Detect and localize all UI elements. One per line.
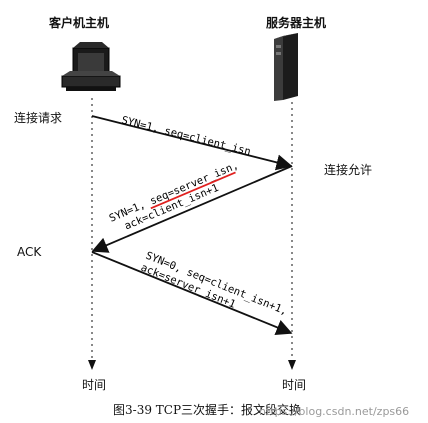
server-tower-icon: [274, 33, 298, 101]
watermark: https://blog.csdn.net/zps66: [259, 405, 410, 418]
highlight-underline: [150, 171, 236, 210]
client-timeline-arrowhead: [88, 360, 96, 370]
server-time-label: 时间: [282, 378, 307, 392]
syn-ack-arrow: [91, 165, 293, 253]
syn-arrow: [91, 115, 293, 171]
client-request-label: 连接请求: [14, 111, 63, 125]
client-computer-icon: [61, 42, 121, 91]
server-timeline-arrowhead: [288, 360, 296, 370]
segment-2-line1: SYN=1, seq=server_isn,: [107, 159, 240, 224]
client-host-title: 客户机主机: [49, 16, 110, 30]
figure-caption: 图3-39 TCP三次握手：报文段交换: [113, 403, 302, 417]
ack-arrow: [91, 251, 293, 336]
segment-1-text: SYN=1, seq=client_isn: [120, 114, 252, 158]
client-time-label: 时间: [82, 378, 107, 392]
client-ack-label: ACK: [17, 245, 42, 259]
server-allow-label: 连接允许: [324, 163, 373, 177]
segment-3-line1: SYN=0, seq=client_isn+1,: [144, 250, 289, 318]
server-host-title: 服务器主机: [266, 16, 327, 30]
